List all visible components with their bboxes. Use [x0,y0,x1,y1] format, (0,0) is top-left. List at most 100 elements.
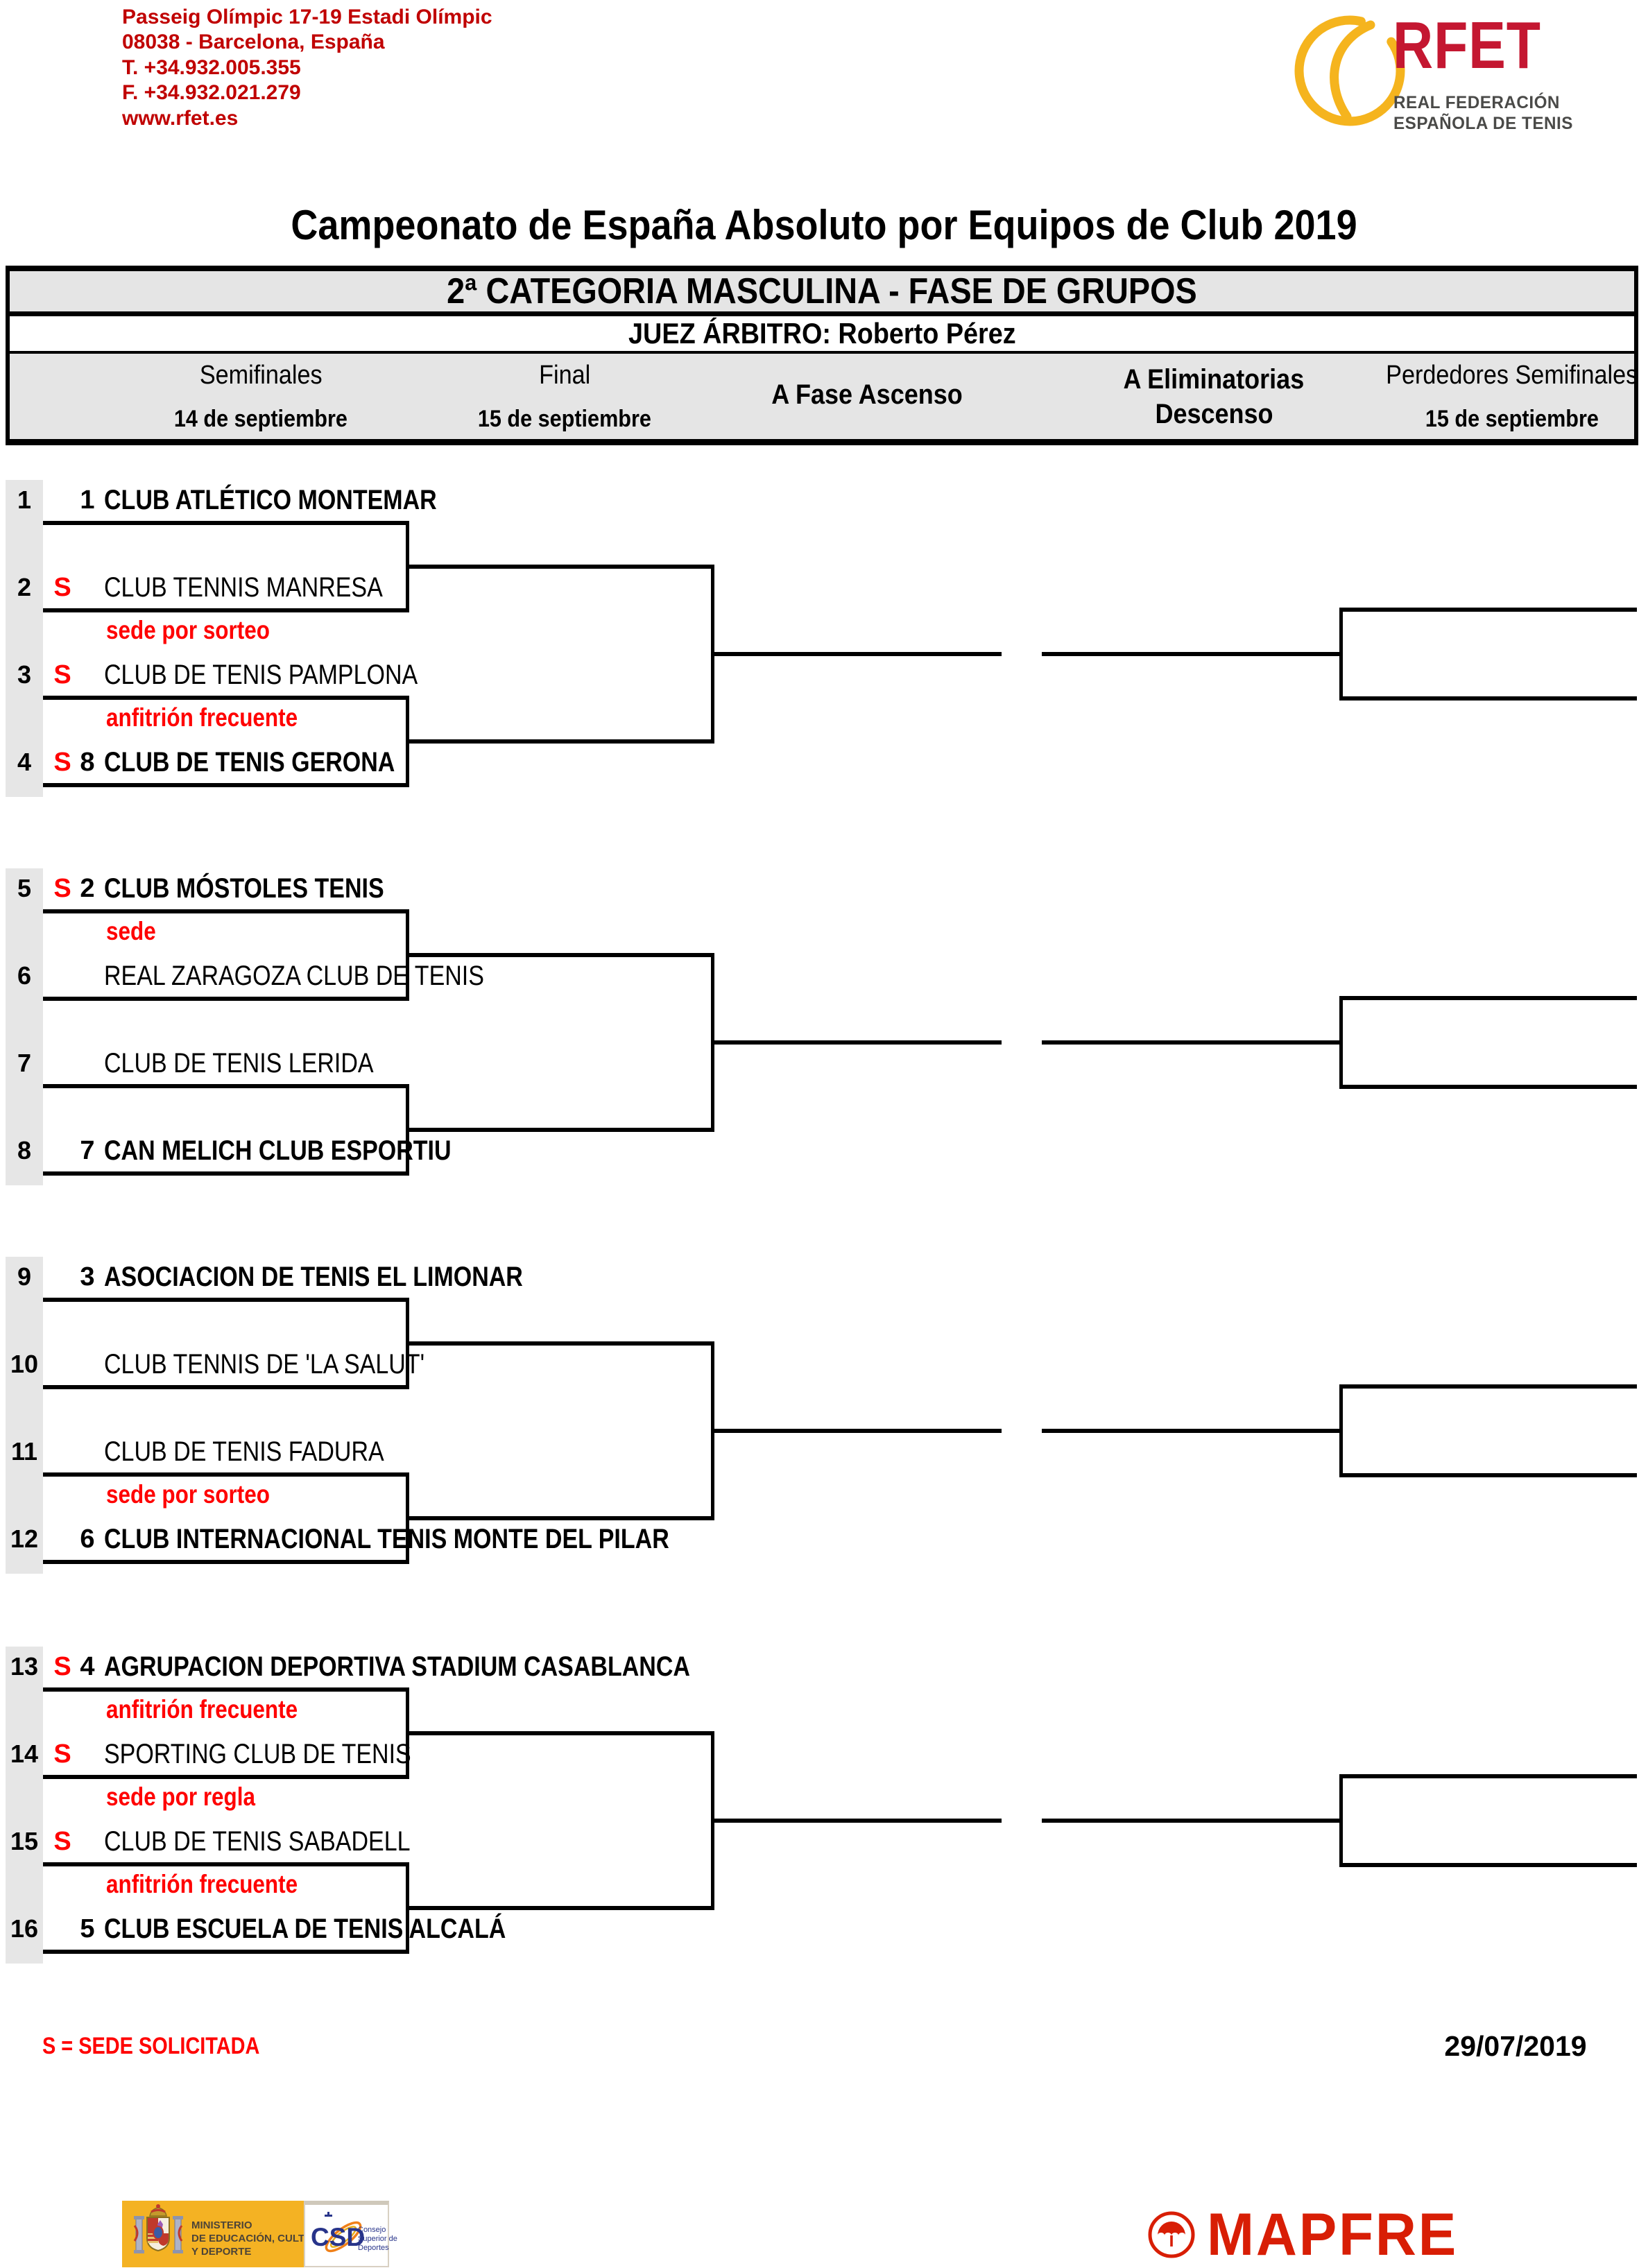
perdedores-connector [1339,1774,1343,1867]
column-label: A Eliminatorias [1123,364,1305,395]
perdedores-line [1339,996,1637,1000]
seed-number: 5 [80,1914,95,1943]
page-title: Campeonato de España Absoluto por Equipo… [0,201,1648,249]
team-line [43,1862,408,1866]
csd-subtitle-line: Deportes [358,2244,389,2252]
team-name-text: CLUB DE TENIS GERONA [104,747,395,778]
bracket-position-number: 4 [17,748,32,776]
divider [10,311,1634,316]
venue-note: sede por regla [106,1781,282,1813]
perdedores-line [1339,1085,1637,1089]
mapfre-logo: MAPFRE [1146,2201,1507,2268]
sede-solicitada-marker: S [53,1652,71,1681]
team-line [43,997,408,1001]
sede-solicitada-marker: S [53,1827,71,1856]
column-date: 15 de septiembre [1425,406,1599,432]
team-name: CLUB DE TENIS LERIDA [104,1046,421,1081]
eliminatorias-descenso-line [1042,1040,1343,1045]
seed-number: 2 [80,874,95,903]
column-label: Descenso [1154,399,1273,429]
semifinal-winner-line [406,1906,714,1910]
team-name: CLUB TENNIS MANRESA [104,570,432,605]
semifinal-winner-line [406,1731,714,1735]
team-name-text: CLUB DE TENIS FADURA [104,1436,384,1467]
team-name-text: CLUB ATLÉTICO MONTEMAR [104,485,437,515]
bracket-position-number: 10 [10,1350,39,1378]
venue-note-text: sede por sorteo [106,616,270,644]
category-bar: 2ª CATEGORIA MASCULINA - FASE DE GRUPOS [10,271,1634,311]
divider [10,266,1634,271]
team-name: AGRUPACION DEPORTIVA STADIUM CASABLANCA [104,1649,793,1684]
eliminatorias-descenso-line [1042,1429,1343,1433]
team-line [43,1687,408,1692]
federation-website-link: www.rfet.es [122,107,239,130]
team-name: CAN MELICH CLUB ESPORTIU [104,1133,513,1168]
team-line [43,1385,408,1389]
seed-number: 3 [80,1262,95,1291]
team-line [43,608,408,612]
mapfre-wordmark: MAPFRE [1207,2201,1459,2268]
team-line [43,783,408,787]
category-bar-text: 2ª CATEGORIA MASCULINA - FASE DE GRUPOS [447,271,1197,311]
semifinal-winner-line [406,565,714,569]
semifinal-winner-line [406,1516,714,1520]
venue-note-text: sede por sorteo [106,1480,270,1509]
fase-ascenso-line [711,652,1002,656]
perdedores-line [1339,1774,1637,1778]
generation-date: 29/07/2019 [1444,2030,1587,2062]
team-name-text: CLUB TENNIS MANRESA [104,572,383,603]
team-line [43,696,408,700]
bracket-position-number: 7 [17,1049,32,1077]
round-headers-row: Semifinales 14 de septiembre Final 15 de… [10,354,1638,439]
venue-note-text: anfitrión frecuente [106,1870,298,1898]
semifinal-winner-line [406,739,714,744]
seed-number: 8 [80,748,95,777]
address-line: T. +34.932.005.355 [122,56,301,79]
venue-note: sede por sorteo [106,1479,299,1511]
semifinal-winner-line [406,1128,714,1132]
team-name-text: CLUB DE TENIS PAMPLONA [104,660,418,690]
ministry-name-line: DE EDUCACIÓN, CULTURA [191,2233,327,2244]
perdedores-line [1339,1473,1637,1477]
sede-solicitada-marker: S [53,660,71,689]
team-name-text: CLUB TENNIS DE 'LA SALUT' [104,1349,425,1380]
team-name-text: CAN MELICH CLUB ESPORTIU [104,1135,452,1166]
fase-ascenso-line [711,1040,1002,1045]
address-line: F. +34.932.021.279 [122,81,301,104]
team-name: ASOCIACION DE TENIS EL LIMONAR [104,1260,596,1294]
csd-logo: CSD Consejo Superior de Deportes [304,2201,397,2267]
team-name: SPORTING CLUB DE TENIS [104,1737,465,1771]
group-number-strip [6,868,43,1185]
team-line [43,1298,408,1302]
team-line [43,1560,408,1564]
column-date: 15 de septiembre [477,406,652,432]
venue-note: sede [106,916,164,947]
semifinal-winner-line [406,1341,714,1346]
bracket-position-number: 15 [10,1827,39,1855]
team-name: CLUB DE TENIS SABADELL [104,1824,464,1859]
bracket-position-number: 5 [17,874,32,902]
team-name-text: CLUB MÓSTOLES TENIS [104,873,384,904]
csd-subtitle-line: Superior de [358,2235,397,2243]
column-label: Semifinales [199,361,323,390]
perdedores-line [1339,1863,1637,1867]
team-line [43,1171,408,1176]
referee-text: JUEZ ÁRBITRO: Roberto Pérez [628,317,1016,350]
seed-number: 4 [80,1652,95,1681]
csd-wordmark: CSD [311,2223,366,2251]
team-name-text: CLUB DE TENIS SABADELL [104,1826,411,1857]
spain-coat-of-arms-icon [122,2201,304,2267]
bracket-position-number: 6 [17,961,32,990]
divider [10,351,1634,354]
team-name: CLUB DE TENIS PAMPLONA [104,658,473,692]
perdedores-connector [1339,608,1343,701]
team-name-text: REAL ZARAGOZA CLUB DE TENIS [104,961,484,991]
group-number-strip [6,480,43,797]
bracket-position-number: 13 [10,1652,39,1681]
team-line [43,1775,408,1779]
team-name: CLUB ESCUELA DE TENIS ALCALÁ [104,1912,576,1946]
seed-number: 7 [80,1136,95,1165]
team-name: CLUB ATLÉTICO MONTEMAR [104,483,495,517]
team-name-text: SPORTING CLUB DE TENIS [104,1739,411,1769]
